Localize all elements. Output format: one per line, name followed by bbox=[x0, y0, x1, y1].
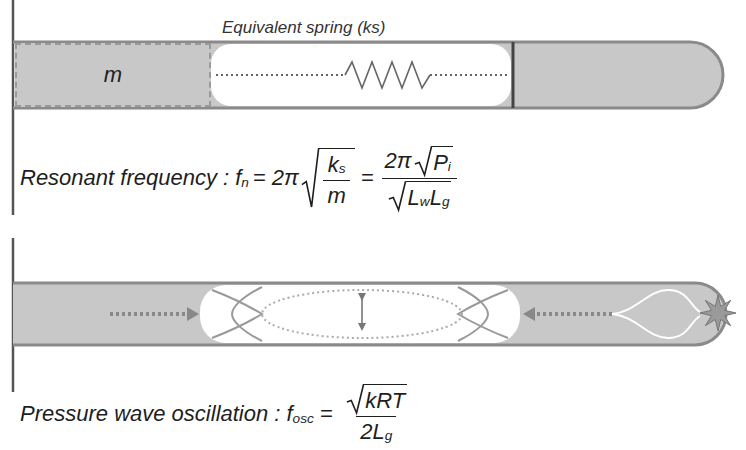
spring-caption: Equivalent spring (ks) bbox=[222, 18, 385, 38]
subscript: i bbox=[448, 159, 451, 174]
square-root: ksm bbox=[301, 148, 355, 209]
radical-sign bbox=[301, 148, 319, 209]
formula-text: m bbox=[327, 183, 345, 209]
formula-text: L bbox=[430, 185, 442, 211]
formula-text: = 2π bbox=[253, 165, 299, 191]
formula-text: kRT bbox=[365, 388, 405, 414]
mass-label: m bbox=[104, 62, 122, 88]
subscript: s bbox=[339, 161, 346, 176]
subscript: g bbox=[442, 194, 450, 209]
square-root: LwLg bbox=[388, 181, 452, 211]
subscript: w bbox=[420, 194, 430, 209]
formula-text: P bbox=[433, 150, 448, 176]
subscript: n bbox=[241, 175, 249, 190]
fraction: ksm bbox=[323, 152, 349, 209]
formula-text: 2 bbox=[360, 419, 372, 445]
square-root: Pi bbox=[414, 146, 453, 176]
formula-text: L bbox=[373, 419, 385, 445]
formula-text: k bbox=[328, 152, 339, 178]
formula-text: Pressure wave oscillation : bbox=[20, 401, 280, 427]
burst-symbol bbox=[700, 295, 736, 331]
formula-text: Resonant frequency : bbox=[20, 165, 229, 191]
formula-text: L bbox=[408, 185, 420, 211]
pressure-wave-formula: Pressure wave oscillation :fosc = kRT 2Lg bbox=[20, 384, 416, 445]
subscript: osc bbox=[293, 411, 314, 426]
radical-sign bbox=[414, 146, 432, 176]
formula-text: f bbox=[235, 165, 241, 191]
formula-text: f bbox=[286, 401, 292, 427]
resonant-frequency-formula: Resonant frequency :fn= 2πksm=2πPiLwLg bbox=[20, 146, 462, 211]
formula-text: = bbox=[361, 165, 374, 191]
liquid-slug: m bbox=[15, 43, 211, 107]
formula-text: 2π bbox=[385, 148, 412, 174]
fraction: 2πPiLwLg bbox=[381, 146, 459, 211]
formula-text: = bbox=[320, 401, 333, 427]
subscript: g bbox=[385, 428, 393, 443]
square-root: kRT bbox=[346, 384, 408, 414]
fraction: kRT 2Lg bbox=[340, 384, 414, 445]
radical-sign bbox=[346, 384, 364, 414]
radical-sign bbox=[388, 181, 406, 211]
